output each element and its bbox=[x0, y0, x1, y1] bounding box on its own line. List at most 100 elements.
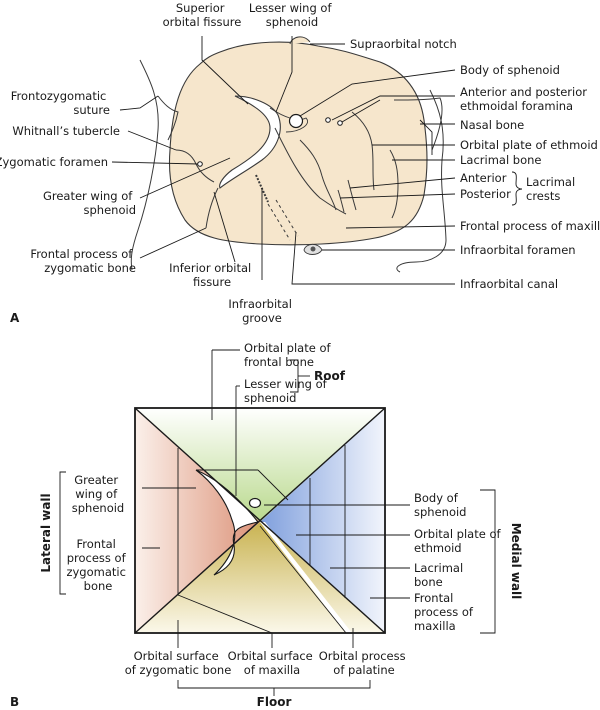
label-body-of-sphenoid-b-1: Body of bbox=[414, 491, 459, 505]
svg-text:Orbital plate of front: Orbital plate of frontal bone bbox=[244, 341, 334, 369]
label-frontozygomatic-2: suture bbox=[73, 103, 110, 117]
lacrimal-brace bbox=[511, 171, 523, 206]
labels-a: Superior orbital fissure Lesser wing of … bbox=[0, 1, 600, 325]
lacrimal-crest-posterior bbox=[337, 189, 345, 213]
label-ethmoidal-foramina-2: ethmoidal foramina bbox=[460, 99, 573, 113]
label-frontal-process-maxilla-a: Frontal process of maxilla bbox=[460, 219, 600, 233]
infraorbital-foramen-dot bbox=[310, 246, 316, 252]
diagonal-2 bbox=[134, 407, 386, 634]
svg-text:Body of sphenoid: Body of sphenoid bbox=[414, 491, 466, 519]
svg-text:Orbital surface of zyg: Orbital surface of zygomatic bone bbox=[125, 649, 232, 677]
label-orbital-plate-frontal-1: Orbital plate of bbox=[244, 341, 331, 355]
label-lesser-wing-b-1: Lesser wing of bbox=[244, 377, 328, 391]
svg-text:Lesser wing of sphenoi: Lesser wing of sphenoid bbox=[244, 377, 330, 405]
label-orbital-plate-ethmoid-a: Orbital plate of ethmoid bbox=[460, 138, 598, 152]
label-greater-wing-b-2: wing of bbox=[75, 487, 118, 501]
label-orbital-plate-ethmoid-b-1: Orbital plate of bbox=[414, 527, 501, 541]
label-orbital-process-palatine-2: of palatine bbox=[333, 663, 394, 677]
infraorbital-canal-dash-2 bbox=[275, 199, 299, 237]
label-infraorbital-foramen: Infraorbital foramen bbox=[460, 243, 576, 257]
label-greater-wing-a-1: Greater wing of bbox=[43, 189, 133, 203]
panel-a-letter: A bbox=[10, 311, 20, 325]
label-floor: Floor bbox=[257, 695, 292, 709]
label-orbital-plate-ethmoid-b-2: ethmoid bbox=[414, 541, 462, 555]
label-frontal-process-zyg-b-4: bone bbox=[84, 579, 113, 593]
label-lesser-wing-a-2: sphenoid bbox=[266, 15, 318, 29]
svg-text:Inferior orbital fissu: Inferior orbital fissure bbox=[169, 261, 255, 289]
label-infraorbital-groove-2: groove bbox=[242, 311, 282, 325]
label-lacrimal-bone-b-1: Lacrimal bbox=[414, 561, 463, 575]
svg-text:Orbital process of pal: Orbital process of palatine bbox=[319, 649, 410, 677]
suture-3 bbox=[389, 149, 399, 219]
label-orbital-surface-zyg-1: Orbital surface bbox=[134, 649, 219, 663]
ethmoidal-foramen-1 bbox=[325, 117, 331, 123]
label-frontal-process-zyg-b-2: process of bbox=[67, 551, 127, 565]
panel-b-letter: B bbox=[10, 695, 19, 709]
svg-text:Frontozygomatic suture: Frontozygomatic suture bbox=[11, 89, 110, 117]
label-frontal-process-zyg-a-2: zygomatic bone bbox=[44, 261, 136, 275]
svg-text:Infraorbital groove: Infraorbital groove bbox=[228, 297, 295, 325]
label-infraorbital-canal: Infraorbital canal bbox=[460, 277, 558, 291]
roof-region bbox=[135, 408, 385, 522]
label-zygomatic-foramen: Zygomatic foramen bbox=[0, 155, 108, 169]
label-frontal-process-maxilla-b-1: Frontal bbox=[414, 591, 453, 605]
label-body-of-sphenoid-b-2: sphenoid bbox=[414, 505, 466, 519]
label-greater-wing-b-1: Greater bbox=[74, 473, 118, 487]
svg-text:Lesser wing of sphenoi: Lesser wing of sphenoid bbox=[249, 1, 335, 29]
nasal-outline bbox=[393, 97, 443, 151]
svg-text:Greater wing of spheno: Greater wing of sphenoid bbox=[43, 189, 136, 217]
label-posterior: Posterior bbox=[460, 187, 511, 201]
suture-left bbox=[157, 95, 179, 141]
panel-a: Superior orbital fissure Lesser wing of … bbox=[0, 1, 600, 325]
floor-region bbox=[135, 522, 385, 633]
label-frontal-process-maxilla-b-3: maxilla bbox=[414, 619, 456, 633]
inferior-orbital-fissure-shape bbox=[274, 127, 347, 215]
label-anterior: Anterior bbox=[460, 171, 507, 185]
skull-outline-left bbox=[130, 59, 159, 271]
label-medial-wall: Medial wall bbox=[509, 523, 523, 600]
leaders-a bbox=[111, 36, 456, 285]
skull-outline-right bbox=[396, 89, 447, 273]
label-roof: Roof bbox=[314, 369, 346, 383]
svg-text:Superior orbital fissu: Superior orbital fissure bbox=[163, 1, 242, 29]
leaders-b bbox=[59, 349, 496, 696]
orbit-margin bbox=[169, 41, 428, 246]
inferior-orbital-fissure-low bbox=[205, 187, 219, 229]
svg-text:Greater wing of: Greater wing of sphenoid bbox=[72, 473, 124, 515]
label-orbital-surface-maxilla-2: of maxilla bbox=[244, 663, 300, 677]
lesser-wing-diag-b bbox=[257, 469, 289, 501]
suture-1 bbox=[299, 139, 337, 211]
supraorbital-notch-shape bbox=[289, 36, 311, 45]
label-frontozygomatic-1: Frontozygomatic bbox=[11, 89, 107, 103]
svg-text:Frontal process of: Frontal process of maxilla bbox=[414, 591, 477, 633]
label-infraorbital-groove-1: Infraorbital bbox=[228, 297, 292, 311]
svg-text:Lacrimal crests: Lacrimal crests bbox=[526, 175, 579, 203]
svg-text:Lacrimal bone: Lacrimal bone bbox=[414, 561, 467, 589]
inferior-fissure-b bbox=[260, 522, 352, 633]
svg-text:Anterior and posterior: Anterior and posterior ethmoidal foramin… bbox=[460, 85, 591, 113]
lesser-wing-shape bbox=[269, 107, 308, 133]
label-orbital-surface-zyg-2: of zygomatic bone bbox=[125, 663, 232, 677]
label-lateral-wall: Lateral wall bbox=[39, 493, 53, 572]
label-nasal-bone: Nasal bone bbox=[460, 118, 524, 132]
label-orbital-process-palatine-1: Orbital process bbox=[319, 649, 406, 663]
label-lesser-wing-a-1: Lesser wing of bbox=[249, 1, 333, 15]
orbit-square bbox=[134, 407, 386, 634]
optic-canal bbox=[288, 113, 304, 129]
labels-b: Orbital plate of frontal bone Lesser win… bbox=[10, 341, 523, 709]
label-body-of-sphenoid-a: Body of sphenoid bbox=[460, 63, 560, 77]
svg-text:Frontal process of zyg: Frontal process of zygomatic bone bbox=[30, 247, 136, 275]
panel-b: Orbital plate of frontal bone Lesser win… bbox=[10, 341, 523, 709]
floor-divide-b bbox=[177, 594, 273, 634]
label-whitnalls-tubercle: Whitnall’s tubercle bbox=[12, 124, 120, 138]
lacrimal-crest-anterior bbox=[347, 179, 357, 211]
svg-text:Orbital plate of ethmo: Orbital plate of ethmoid bbox=[414, 527, 504, 555]
label-orbital-surface-maxilla-1: Orbital surface bbox=[228, 649, 313, 663]
label-greater-wing-a-2: sphenoid bbox=[84, 203, 136, 217]
label-lacrimal-crests-2: crests bbox=[526, 189, 560, 203]
label-frontal-process-zyg-a-1: Frontal process of bbox=[30, 247, 133, 261]
label-orbital-plate-frontal-2: frontal bone bbox=[244, 355, 314, 369]
label-lacrimal-crests-1: Lacrimal bbox=[526, 175, 575, 189]
lateral-wall-region bbox=[135, 408, 260, 633]
